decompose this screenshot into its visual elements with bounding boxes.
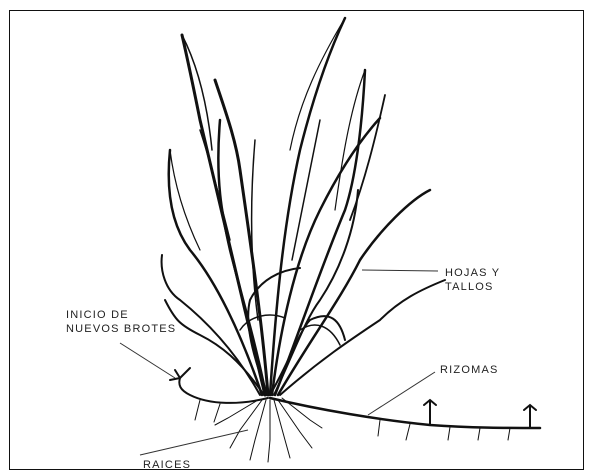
label-roots: RAICES xyxy=(143,458,191,472)
label-rhizomes: RIZOMAS xyxy=(440,363,499,377)
leaves-and-stems xyxy=(162,18,445,395)
label-new-shoots: INICIO DE NUEVOS BROTES xyxy=(66,308,176,336)
label-new-shoots-line1: INICIO DE xyxy=(66,308,176,322)
label-leaves-stems: HOJAS Y TALLOS xyxy=(445,266,500,294)
label-leaves-stems-line1: HOJAS Y xyxy=(445,266,500,280)
roots xyxy=(195,398,510,462)
label-leaves-stems-line2: TALLOS xyxy=(445,280,500,294)
label-new-shoots-line2: NUEVOS BROTES xyxy=(66,322,176,336)
leader-lines xyxy=(120,270,438,455)
